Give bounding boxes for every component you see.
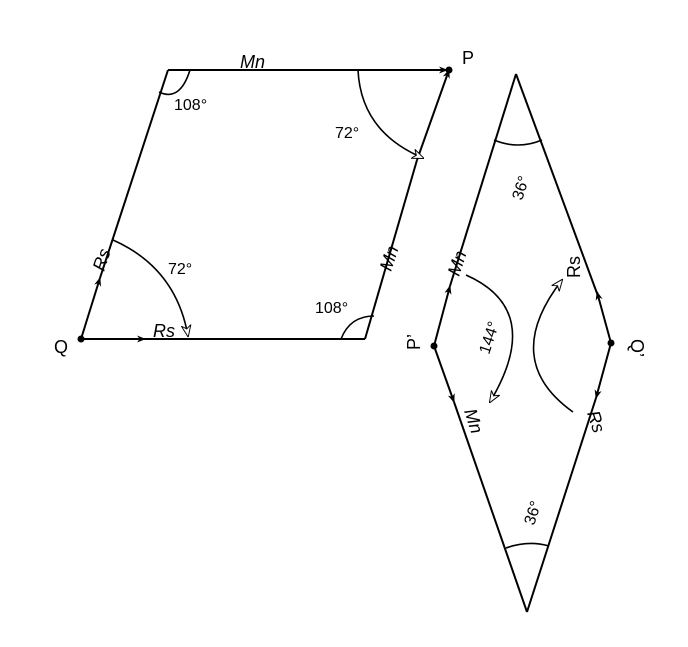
right-edge-lower-left-arrow bbox=[433, 345, 455, 403]
point-q-prime-dot bbox=[607, 339, 615, 347]
angle-top-left-label: 108° bbox=[174, 97, 207, 114]
point-p-prime-label: P’ bbox=[404, 334, 424, 350]
point-p-prime-dot bbox=[430, 342, 438, 350]
angle-arc-middle-right bbox=[532, 280, 574, 413]
right-edge-upper-left bbox=[449, 73, 517, 287]
right-edge-lower-left bbox=[453, 401, 528, 613]
angle-bottom-right-label: 108° bbox=[315, 300, 348, 317]
angle-arc-bottom bbox=[505, 542, 550, 549]
angle-arc-middle-left bbox=[465, 274, 514, 402]
angle-middle-label: 144° bbox=[477, 320, 503, 357]
point-q-dot bbox=[77, 335, 85, 343]
angle-arc-top-left bbox=[158, 69, 191, 96]
angle-top-label: 36° bbox=[510, 174, 534, 202]
angle-arc-bottom-right bbox=[340, 315, 375, 340]
left-rhombus: P Q Mn Mn Rs Rs 108° 72° 72° 108° bbox=[54, 48, 474, 357]
angle-arc-bottom-left bbox=[112, 239, 188, 336]
angle-bottom-label: 36° bbox=[522, 499, 546, 527]
right-rhombus: P’ Q’ Mn Mn Rs Rs 36° 36° 144° bbox=[404, 73, 647, 613]
right-edge-lower-right bbox=[526, 397, 597, 613]
point-q-label: Q bbox=[54, 337, 68, 357]
angle-arc-top-right bbox=[357, 69, 423, 158]
point-q-prime-label: Q’ bbox=[627, 339, 647, 357]
right-edge-lower-right-arrow bbox=[594, 342, 612, 399]
point-p-label: P bbox=[462, 48, 474, 68]
left-edge-right bbox=[364, 159, 418, 340]
point-p-dot bbox=[445, 66, 453, 74]
edge-right-label: Mn bbox=[376, 243, 403, 273]
left-edge-right-arrow bbox=[416, 69, 450, 161]
left-edge-left bbox=[99, 69, 169, 279]
edge-top-label: Mn bbox=[240, 52, 265, 72]
angle-top-right-label: 72° bbox=[335, 125, 359, 142]
edge-left-label: Rs bbox=[89, 246, 115, 273]
left-edge-left-arrow bbox=[80, 277, 102, 340]
right-edge-upper-right bbox=[515, 73, 599, 297]
right-edge-upper-right-arrow bbox=[595, 291, 612, 344]
angle-arc-top bbox=[493, 139, 543, 146]
right-edge-upper-left-arrow bbox=[433, 285, 452, 347]
angle-bottom-left-label: 72° bbox=[168, 261, 192, 278]
edge-lower-right-label: Rs bbox=[583, 408, 609, 435]
edge-bottom-label: Rs bbox=[153, 321, 175, 341]
edge-upper-right-label: Rs bbox=[564, 256, 584, 278]
edge-upper-left-label: Mn bbox=[444, 248, 471, 278]
